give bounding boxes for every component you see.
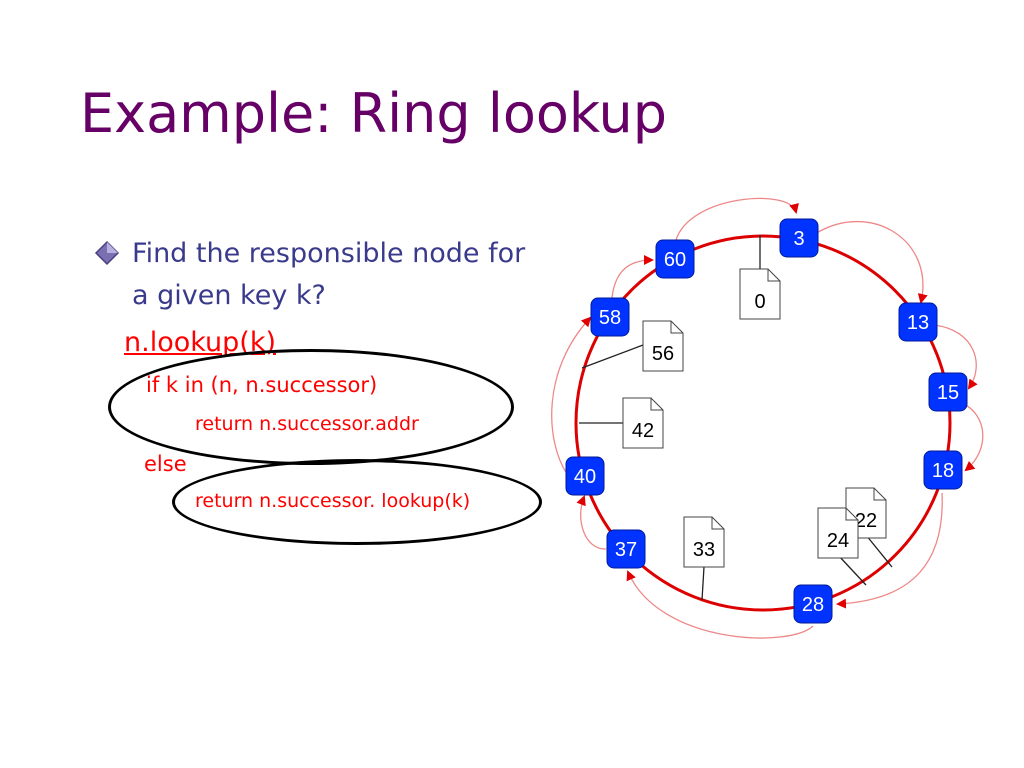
key-label: 24 — [827, 530, 849, 552]
key-label: 0 — [754, 291, 765, 313]
key-leader-line — [581, 344, 644, 369]
bullet-text: Find the responsible node for a given ke… — [132, 238, 526, 311]
node-15: 15 — [928, 372, 968, 412]
key-leader-line — [837, 554, 867, 586]
diamond-bullet-icon — [94, 240, 120, 266]
node-label: 15 — [937, 382, 959, 404]
highlight-ellipse-recursive — [172, 459, 542, 545]
node-label: 58 — [599, 307, 621, 329]
finger-arrow-18-to-28 — [836, 492, 943, 609]
node-3: 3 — [779, 218, 819, 258]
node-13: 13 — [898, 302, 938, 342]
finger-arrow-3-to-13 — [814, 220, 928, 304]
node-label: 28 — [802, 594, 824, 616]
node-40: 40 — [565, 456, 605, 496]
finger-arrow-58-to-60 — [611, 255, 654, 299]
finger-arrow-15-to-18 — [961, 402, 984, 472]
key-leader-line — [865, 534, 893, 568]
key-label: 22 — [855, 510, 877, 532]
node-label: 37 — [615, 539, 637, 561]
slide-title: Example: Ring lookup — [80, 82, 668, 145]
key-document-56: 56 — [642, 320, 684, 372]
finger-arrow-40-to-58 — [551, 316, 592, 475]
node-label: 3 — [793, 228, 804, 250]
node-37: 37 — [606, 529, 646, 569]
ring-circle — [574, 234, 952, 612]
key-document-33: 33 — [683, 516, 725, 568]
node-label: 18 — [932, 460, 954, 482]
node-label: 60 — [664, 249, 686, 271]
finger-arrow-37-to-40 — [576, 495, 607, 550]
key-document-0: 0 — [739, 268, 781, 320]
key-leader-line — [701, 566, 705, 601]
key-label: 33 — [693, 539, 715, 561]
key-document-24: 24 — [817, 507, 859, 559]
finger-arrow-60-to-3 — [675, 197, 799, 241]
node-28: 28 — [793, 584, 833, 624]
node-60: 60 — [655, 239, 695, 279]
node-58: 58 — [590, 297, 630, 337]
finger-arrow-28-to-37 — [626, 570, 814, 639]
key-document-42: 42 — [622, 397, 664, 449]
node-label: 13 — [907, 312, 929, 334]
key-label: 42 — [632, 420, 654, 442]
code-else-line: else — [144, 452, 187, 476]
key-label: 56 — [652, 343, 674, 365]
finger-arrow-13-to-15 — [933, 324, 978, 390]
node-18: 18 — [923, 450, 963, 490]
node-label: 40 — [574, 466, 596, 488]
